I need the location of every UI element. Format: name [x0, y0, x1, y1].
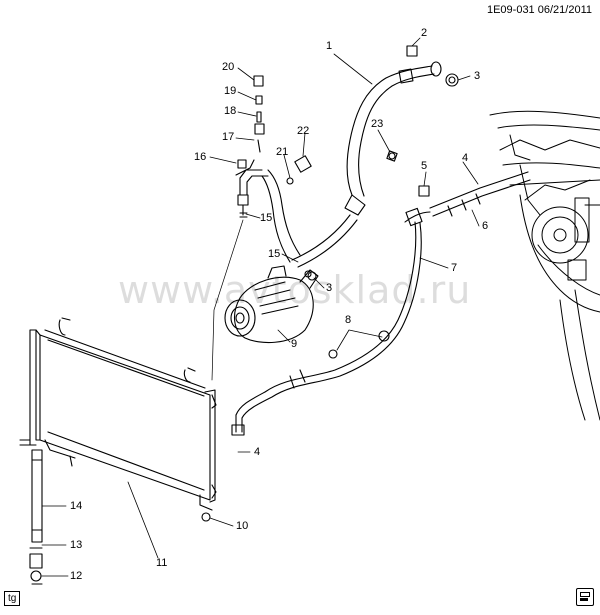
diagram-header: 1E09-031 06/21/2011 [487, 4, 592, 16]
suction-hose [291, 61, 442, 268]
callout-18: 18 [224, 105, 237, 117]
callout-4a: 4 [462, 152, 469, 164]
callout-8: 8 [345, 314, 352, 326]
callout-15a: 15 [260, 212, 273, 224]
callout-7: 7 [451, 262, 458, 274]
publisher-logo-icon [576, 588, 594, 606]
leader-lines [41, 37, 480, 577]
leader-15 [211, 219, 244, 381]
condenser [19, 317, 217, 511]
corner-tag: tg [4, 591, 21, 606]
compressor [224, 265, 319, 344]
evaporator-line [404, 171, 531, 227]
callout-10: 10 [236, 520, 249, 532]
callout-19: 19 [224, 85, 237, 97]
valve-core-stack [253, 75, 265, 153]
callout-2: 2 [421, 27, 428, 39]
firewall-panel [489, 110, 600, 421]
receiver-tube [29, 449, 43, 569]
callout-3b: 3 [326, 282, 333, 294]
callout-15b: 15 [268, 248, 281, 260]
liquid-line [231, 221, 422, 436]
callout-23: 23 [371, 118, 384, 130]
callout-12: 12 [70, 570, 83, 582]
diagram-date: 06/21/2011 [537, 4, 592, 16]
callout-16: 16 [194, 151, 207, 163]
watermark: www.avtosklad.ru [118, 268, 472, 312]
diagram-code: 1E09-031 [486, 4, 535, 16]
callout-22: 22 [297, 125, 310, 137]
callout-17: 17 [222, 131, 235, 143]
callout-14: 14 [70, 500, 83, 512]
callout-1: 1 [326, 40, 333, 52]
discharge-hose [235, 159, 301, 263]
callout-20: 20 [222, 61, 235, 73]
callout-21: 21 [276, 146, 289, 158]
callout-4b: 4 [254, 446, 261, 458]
fittings [30, 45, 459, 585]
callout-6: 6 [482, 220, 489, 232]
callout-5: 5 [421, 160, 428, 172]
callout-3a: 3 [474, 70, 481, 82]
callout-11: 11 [156, 557, 168, 569]
callout-13: 13 [70, 539, 83, 551]
callout-9: 9 [291, 338, 298, 350]
